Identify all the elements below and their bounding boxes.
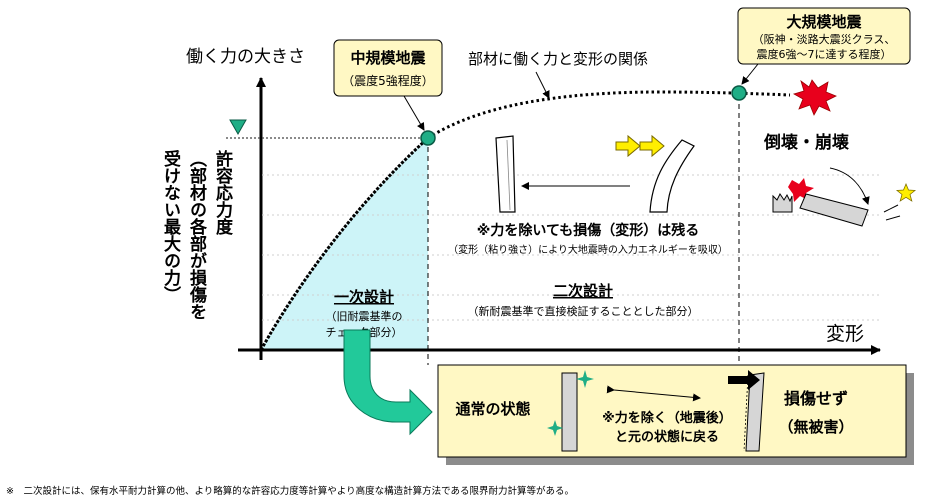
remove-force-line-1: ※力を除く（地震後）	[602, 410, 732, 426]
yellow-arrows-icon	[615, 134, 665, 158]
elastic-region-fill	[261, 138, 428, 350]
large-quake-sub-1: （阪神・淡路大震災クラス、	[753, 32, 896, 46]
medium-quake-sub: （震度5強程度）	[342, 73, 434, 88]
medium-quake-title: 中規模地震	[350, 49, 426, 67]
secondary-design-sub: （新耐震基準で直接検証することとした部分）	[468, 304, 699, 318]
impact-lines	[883, 204, 901, 221]
ultimate-point-icon	[731, 85, 747, 101]
allowable-stress-line-3: 受けない最大の力）	[160, 149, 181, 303]
left-pillar-icon	[561, 372, 578, 452]
primary-design-sub-1: （旧耐震基準の	[326, 309, 403, 323]
x-axis-title: 変形	[826, 323, 864, 345]
grid-lines	[262, 174, 880, 321]
primary-design-title: 一次設計	[334, 288, 394, 306]
residual-note: ※力を除いても損傷（変形）は残る	[477, 222, 700, 239]
collapse-label: 倒壊・崩壊	[763, 132, 850, 153]
normal-state-label: 通常の状態	[455, 400, 530, 418]
load-deformation-curve-elastic	[259, 136, 430, 351]
bent-pillar-icon	[649, 139, 695, 213]
curve-title: 部材に働く力と変形の関係	[468, 50, 648, 68]
medium-quake-callout: 中規模地震 （震度5強程度）	[333, 39, 443, 131]
collapsed-pillar-icon	[772, 178, 869, 227]
right-pillar-icon	[745, 372, 765, 452]
curve-title-pointer	[535, 71, 550, 99]
large-quake-sub-2: 震度6強～7に達する程度）	[757, 47, 892, 61]
load-deformation-curve-plastic	[427, 90, 791, 140]
no-damage-line-1: 損傷せず	[784, 389, 848, 408]
large-quake-callout: 大規模地震 （阪神・淡路大震災クラス、 震度6強～7に達する程度）	[737, 7, 911, 85]
allowable-stress-label: 許容応力度 （部材の各部が損傷を 受けない最大の力）	[160, 149, 233, 320]
failure-burst-icon	[792, 79, 837, 116]
green-arrow-icon	[343, 329, 433, 436]
collapse-pointer	[829, 167, 870, 205]
star-icon	[895, 182, 917, 202]
sparkle-icon	[547, 370, 594, 436]
push-arrow-icon	[728, 370, 760, 390]
no-damage-line-2: （無被害）	[778, 418, 853, 436]
double-arrow	[606, 385, 701, 402]
allowable-stress-marker-icon	[229, 119, 247, 136]
yield-point-icon	[420, 130, 436, 146]
allowable-stress-line-2: （部材の各部が損傷を	[186, 150, 208, 320]
footnote: ※ 二次設計には、保有水平耐力計算の他、より略算的な許容応力度等計算やより高度な…	[6, 485, 574, 497]
residual-sub: （変形（粘り強さ）により大地震時の入力エネルギーを吸収）	[448, 243, 728, 256]
allowable-stress-line-1: 許容応力度	[212, 149, 233, 236]
straight-pillar-icon	[495, 135, 516, 213]
normal-state-panel: 通常の状態 ※力を除く（地震後） と元の状態に戻る 損傷せず （無被害）	[437, 364, 914, 465]
large-quake-title: 大規模地震	[786, 13, 862, 31]
remove-force-line-2: と元の状態に戻る	[615, 429, 719, 445]
secondary-design-title: 二次設計	[553, 282, 613, 300]
y-axis-title: 働く力の大きさ	[186, 47, 305, 67]
